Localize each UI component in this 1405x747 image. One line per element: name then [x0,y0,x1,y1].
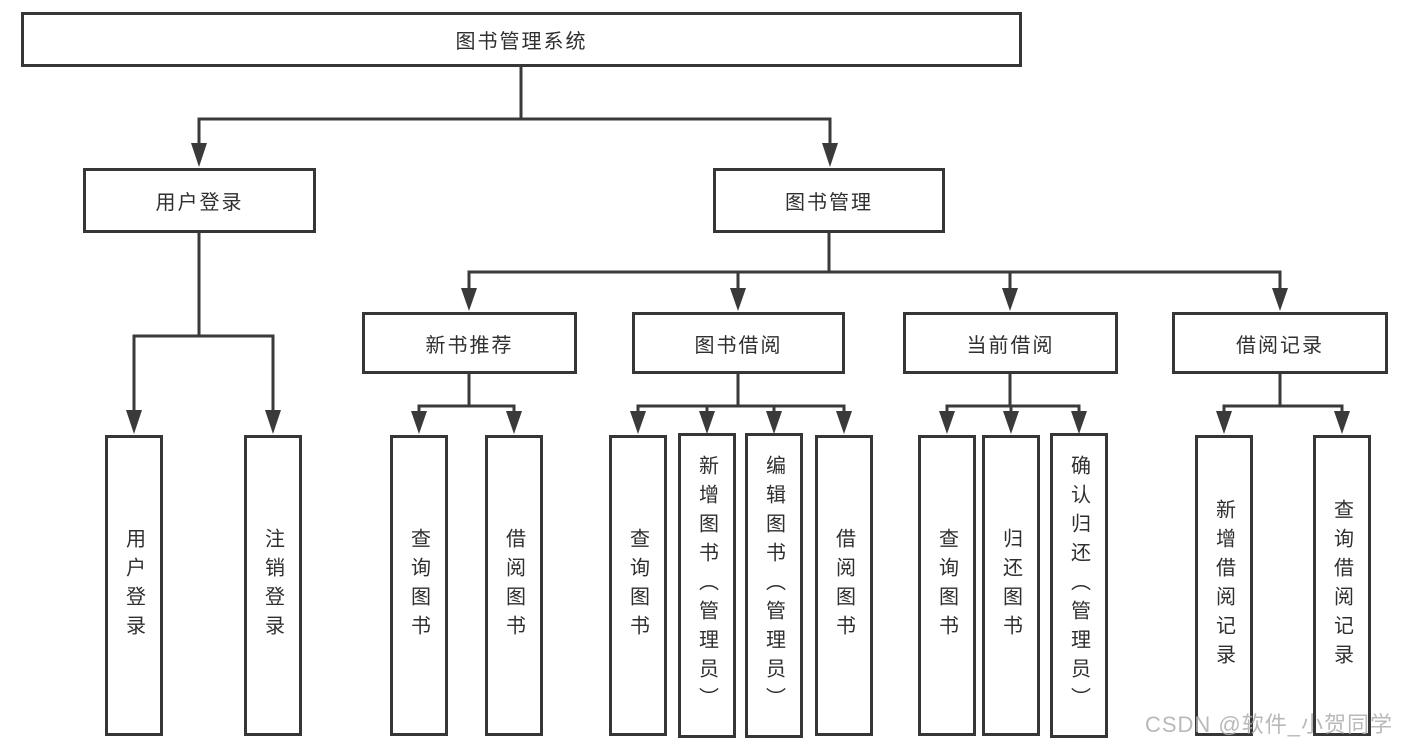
leaf-edit-book-admin: 编辑图书（管理员） [745,433,803,738]
connector-current-borrowing-to-leaves [939,372,1087,434]
leaf-confirm-return-admin: 确认归还（管理员） [1050,433,1108,738]
node-book-management: 图书管理 [713,168,945,233]
connector-borrowing-records-to-leaves [1216,372,1350,434]
node-book-borrowing: 图书借阅 [632,312,845,374]
leaf-query-borrow-record: 查询借阅记录 [1313,435,1371,736]
csdn-watermark: CSDN @软件_小贺同学 [1144,712,1393,737]
leaf-query-books-current: 查询图书 [918,435,976,736]
connector-book-management-to-level3 [461,231,1288,311]
connector-user-login-to-leaves [126,231,281,434]
leaf-query-books-borrowing: 查询图书 [609,435,667,736]
node-current-borrowing: 当前借阅 [903,312,1118,374]
node-root: 图书管理系统 [21,12,1022,67]
leaf-return-book: 归还图书 [982,435,1040,736]
leaf-query-books-recommend: 查询图书 [390,435,448,736]
leaf-add-borrow-record: 新增借阅记录 [1195,435,1253,736]
leaf-user-login: 用户登录 [105,435,163,736]
leaf-borrow-books-recommend: 借阅图书 [485,435,543,736]
leaf-add-book-admin: 新增图书（管理员） [678,433,736,738]
connector-root-to-level2 [191,65,838,167]
connector-new-book-recommendation-to-leaves [411,372,522,434]
leaf-logout: 注销登录 [244,435,302,736]
node-borrowing-records: 借阅记录 [1172,312,1388,374]
node-user-login: 用户登录 [83,168,316,233]
connector-book-borrowing-to-leaves [630,372,852,434]
node-new-book-recommendation: 新书推荐 [362,312,577,374]
leaf-borrow-books: 借阅图书 [815,435,873,736]
